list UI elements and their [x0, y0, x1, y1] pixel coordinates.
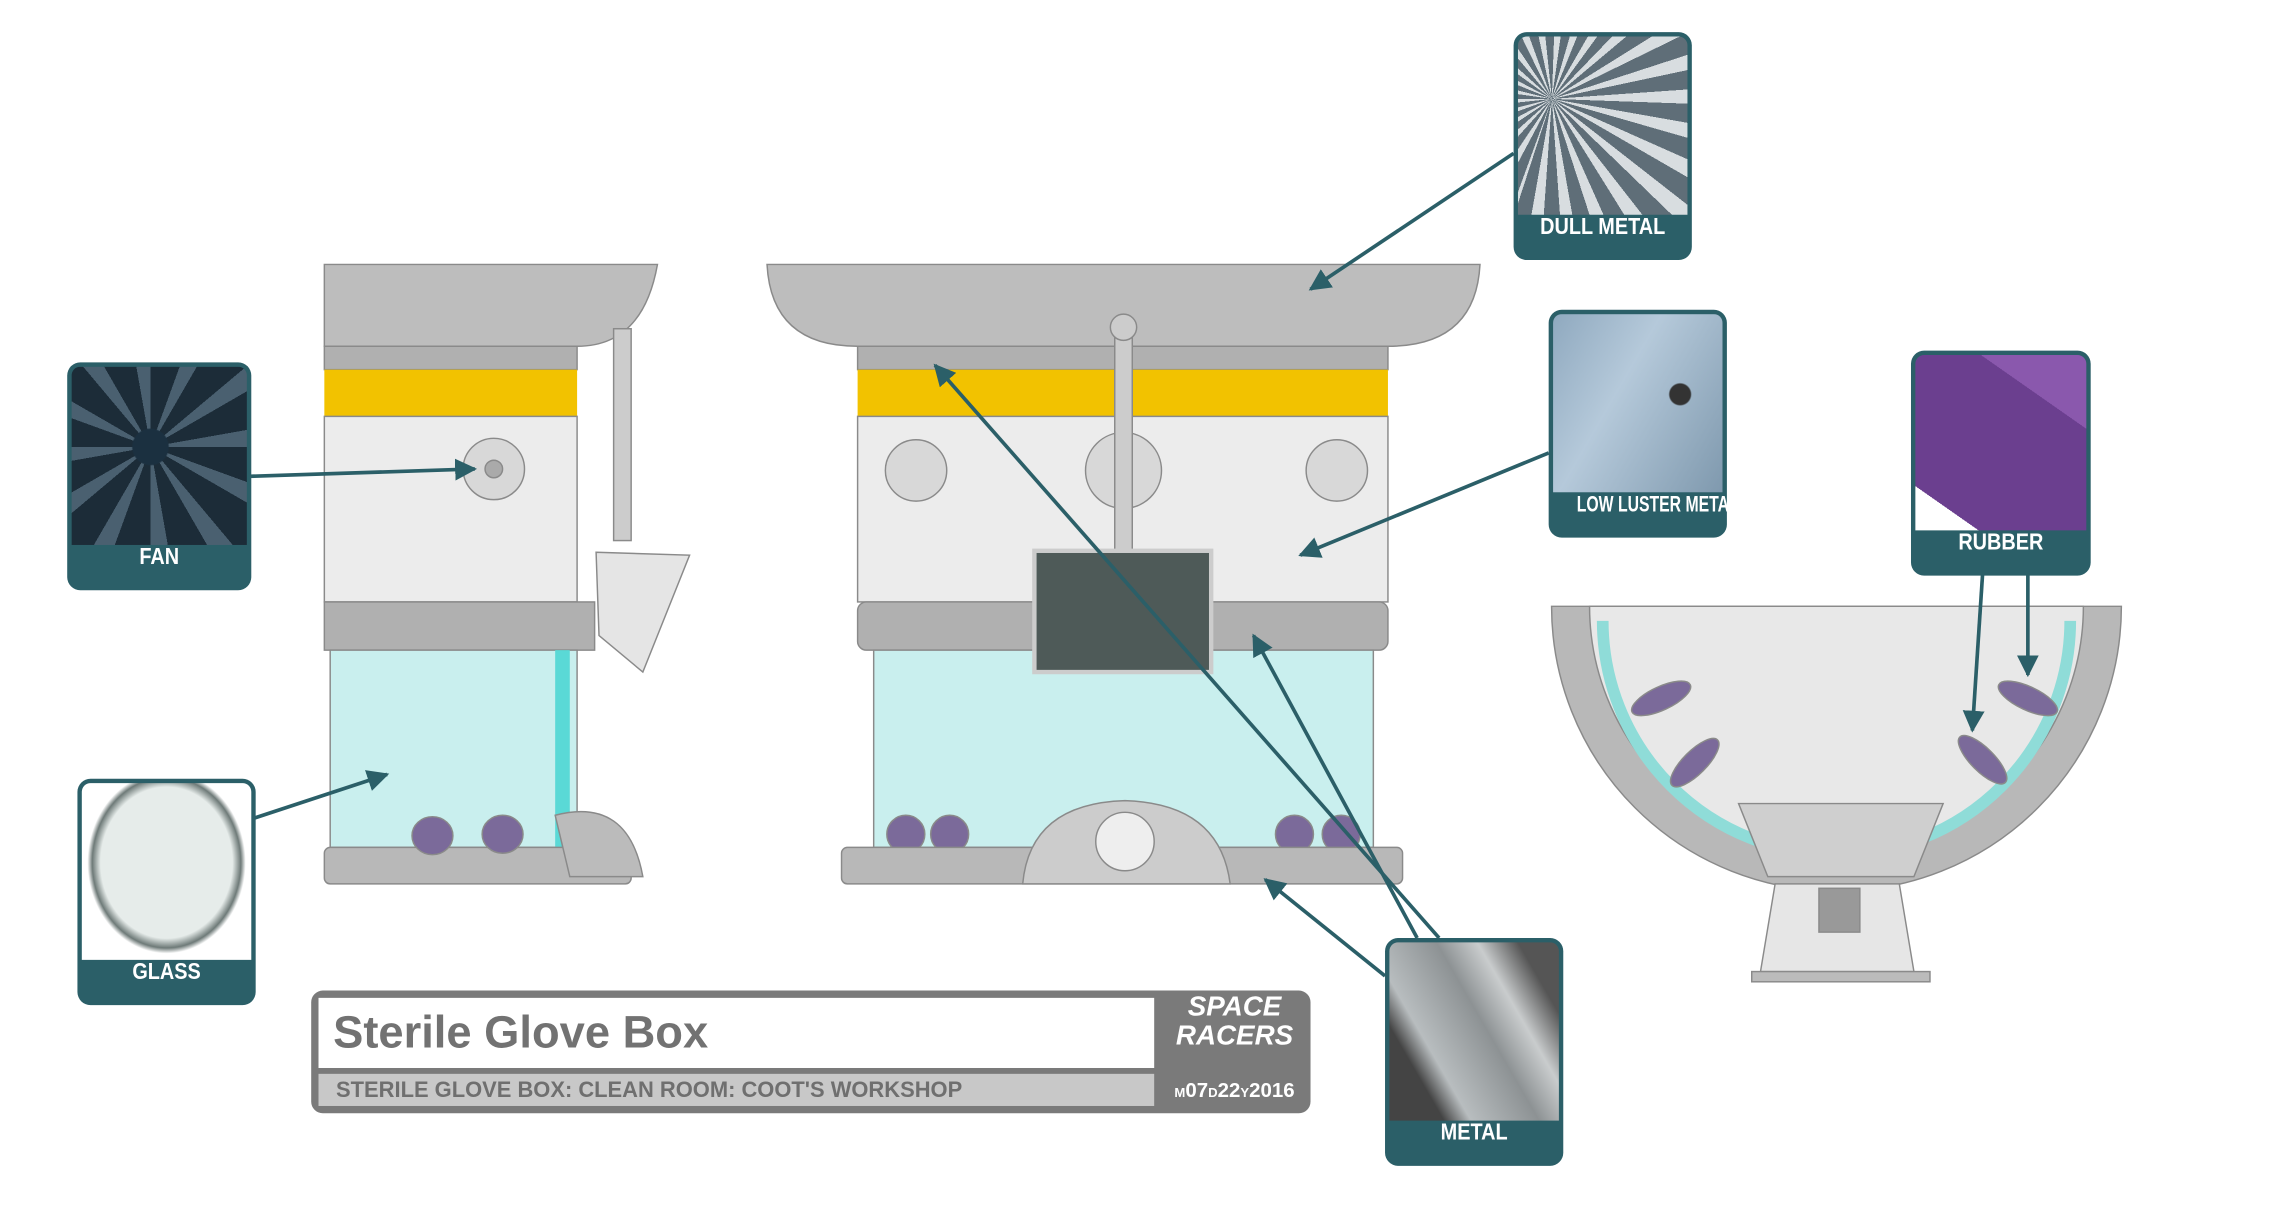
top-view — [1550, 605, 2123, 983]
fan-photo — [71, 366, 247, 545]
material-card-fan: FAN — [67, 362, 252, 591]
callout-arrows — [249, 151, 2039, 978]
material-label: GLASS — [132, 959, 201, 985]
material-card-low-luster-metal: LOW LUSTER METAL — [1548, 309, 1739, 538]
space-racers-logo: SPACE RACERS — [1175, 992, 1294, 1052]
front-view — [766, 263, 1481, 885]
dull-metal-photo — [1517, 36, 1688, 215]
material-label: DULL METAL — [1540, 214, 1666, 240]
title-block: Sterile Glove Box STERILE GLOVE BOX: CLE… — [311, 990, 1311, 1114]
material-card-rubber: RUBBER — [1910, 350, 2091, 576]
material-label: METAL — [1440, 1120, 1508, 1146]
material-card-dull-metal: DULL METAL — [1513, 32, 1692, 261]
material-card-glass: GLASS — [77, 778, 256, 1006]
low-luster-metal-photo — [1553, 314, 1723, 493]
sheet-subtitle: STERILE GLOVE BOX: CLEAN ROOM: COOT'S WO… — [336, 1078, 963, 1104]
material-label: RUBBER — [1958, 530, 2044, 556]
side-view — [323, 263, 691, 885]
metal-photo — [1389, 942, 1559, 1121]
material-label: LOW LUSTER METAL — [1576, 492, 1739, 518]
rubber-photo — [1915, 355, 2087, 531]
material-label: FAN — [139, 544, 180, 570]
material-card-metal: METAL — [1385, 937, 1564, 1166]
sheet-date: M07D22Y2016 — [1174, 1078, 1295, 1102]
glass-photo — [81, 783, 252, 960]
sheet-title: Sterile Glove Box — [333, 1006, 709, 1058]
